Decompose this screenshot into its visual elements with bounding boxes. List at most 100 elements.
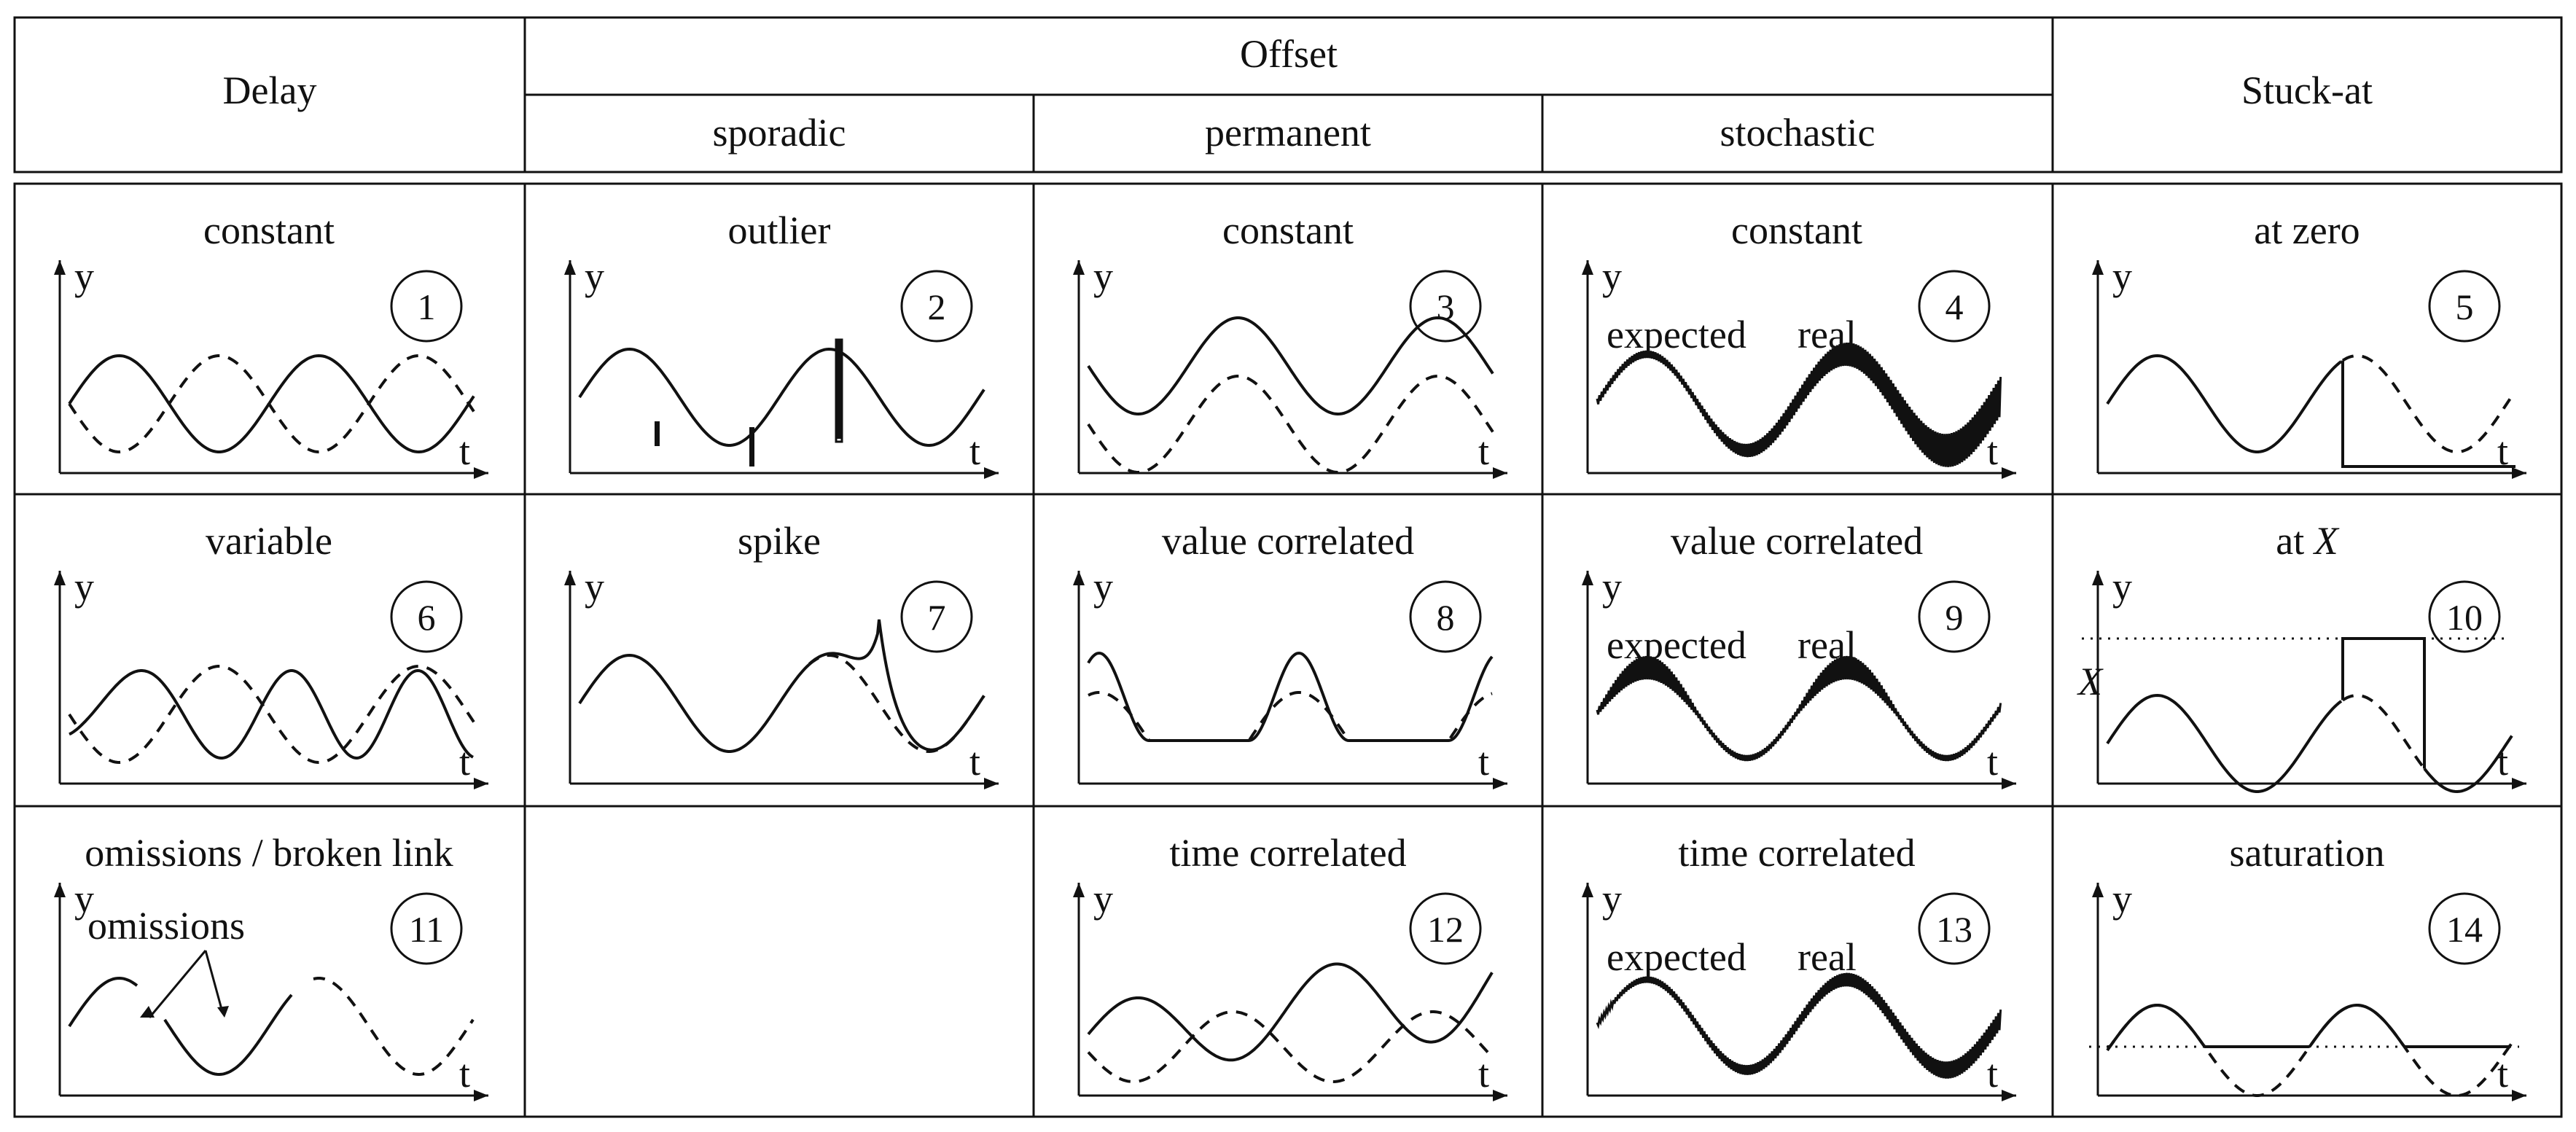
y-axis-arrowhead bbox=[1073, 883, 1085, 897]
signal bbox=[68, 976, 138, 1028]
cell-title: constant bbox=[1731, 208, 1862, 252]
y-axis-arrowhead bbox=[54, 571, 66, 585]
header-offset: Offset bbox=[1240, 32, 1338, 76]
t-axis-arrowhead bbox=[2002, 778, 2016, 789]
y-axis-arrowhead bbox=[54, 260, 66, 275]
t-axis-label: t bbox=[459, 429, 470, 473]
t-axis-label: t bbox=[1987, 740, 1998, 784]
omission-arrows bbox=[148, 950, 224, 1018]
y-axis-label: y bbox=[2112, 877, 2132, 921]
y-axis-arrowhead bbox=[564, 260, 576, 275]
expected-signal bbox=[1088, 691, 1493, 742]
t-axis-label: t bbox=[2497, 740, 2508, 784]
cell-title: at zero bbox=[2254, 208, 2360, 252]
header-stochastic: stochastic bbox=[1720, 111, 1876, 155]
t-axis-label: t bbox=[1478, 740, 1489, 784]
outlier-spike bbox=[749, 427, 754, 467]
stuck-at-zero-line bbox=[2341, 360, 2515, 468]
expected-label: expected bbox=[1607, 313, 1746, 356]
y-axis-label: y bbox=[585, 565, 604, 609]
t-axis-label: t bbox=[1987, 1052, 1998, 1096]
y-axis-label: y bbox=[74, 877, 94, 921]
offset-signal bbox=[1087, 316, 1494, 416]
axes bbox=[1077, 260, 1507, 475]
cell-number: 1 bbox=[418, 286, 436, 327]
noisy-real-signal bbox=[1596, 972, 2002, 1079]
cell-title: value correlated bbox=[1671, 519, 1923, 563]
t-axis-arrowhead bbox=[2512, 778, 2526, 789]
t-axis-arrowhead bbox=[2002, 467, 2016, 479]
t-axis-label: t bbox=[1987, 429, 1998, 473]
t-axis-label: t bbox=[2497, 429, 2508, 473]
number-circle bbox=[1918, 270, 1991, 343]
t-axis-arrowhead bbox=[1493, 778, 1507, 789]
level-x-label: X bbox=[2077, 660, 2104, 703]
noisy-real-signal bbox=[1596, 343, 2002, 467]
cell-number: 12 bbox=[1427, 909, 1464, 950]
number-circle bbox=[900, 270, 973, 343]
spike-signal bbox=[808, 619, 985, 752]
t-axis-label: t bbox=[969, 429, 980, 473]
t-axis-arrowhead bbox=[984, 467, 999, 479]
number-circle bbox=[2428, 580, 2501, 653]
signal bbox=[2106, 693, 2343, 793]
y-axis-label: y bbox=[74, 565, 94, 609]
y-axis-arrowhead bbox=[1582, 883, 1593, 897]
noisy-real-signal bbox=[1596, 655, 2002, 762]
header-stuck-at: Stuck-at bbox=[2241, 69, 2373, 112]
cell-title: variable bbox=[206, 519, 332, 563]
y-axis-label: y bbox=[2112, 254, 2132, 298]
number-circle bbox=[390, 580, 463, 653]
axes bbox=[1077, 883, 1507, 1097]
t-axis-label: t bbox=[459, 740, 470, 784]
y-axis-label: y bbox=[1602, 254, 1622, 298]
cell-title: time correlated bbox=[1678, 831, 1915, 875]
axes bbox=[1077, 571, 1507, 785]
t-axis-arrowhead bbox=[1493, 1090, 1507, 1101]
axes bbox=[58, 883, 488, 1097]
body-grid bbox=[13, 182, 2563, 1118]
y-axis-arrowhead bbox=[54, 883, 66, 897]
cell-number: 7 bbox=[928, 597, 946, 638]
axes bbox=[1586, 571, 2016, 785]
number-circle bbox=[2428, 270, 2501, 343]
cell-number: 9 bbox=[1945, 597, 1964, 638]
y-axis-label: y bbox=[74, 254, 94, 298]
outlier-spike-tall bbox=[835, 338, 843, 443]
t-axis-arrowhead bbox=[2512, 1090, 2526, 1101]
t-axis-label: t bbox=[459, 1052, 470, 1096]
expected-signal bbox=[313, 977, 475, 1077]
y-axis-label: y bbox=[1093, 254, 1113, 298]
stuck-at-x-segment bbox=[2341, 637, 2426, 769]
y-axis-arrowhead bbox=[2092, 260, 2104, 275]
y-axis-label: y bbox=[585, 254, 604, 298]
t-axis-arrowhead bbox=[474, 1090, 488, 1101]
y-axis-arrowhead bbox=[1582, 571, 1593, 585]
y-axis-label: y bbox=[1093, 565, 1113, 609]
t-axis-arrowhead bbox=[2512, 467, 2526, 479]
axes bbox=[2096, 260, 2526, 475]
number-circle bbox=[2428, 892, 2501, 965]
header-sporadic: sporadic bbox=[713, 111, 846, 155]
number-circle bbox=[390, 270, 463, 343]
cell-title: constant bbox=[1222, 208, 1354, 252]
outlier-spike bbox=[655, 421, 660, 446]
time-correlated-signal bbox=[1087, 962, 1494, 1062]
cell-number: 6 bbox=[418, 597, 436, 638]
axes bbox=[569, 260, 999, 475]
cell-number: 2 bbox=[928, 286, 946, 327]
axes bbox=[2096, 571, 2526, 785]
cell-title: saturation bbox=[2230, 831, 2385, 875]
cell-title: time correlated bbox=[1169, 831, 1406, 875]
t-axis-label: t bbox=[969, 740, 980, 784]
omissions-label: omissions bbox=[87, 904, 245, 948]
header-permanent: permanent bbox=[1205, 111, 1371, 155]
y-axis-label: y bbox=[1093, 877, 1113, 921]
signal bbox=[578, 653, 811, 753]
